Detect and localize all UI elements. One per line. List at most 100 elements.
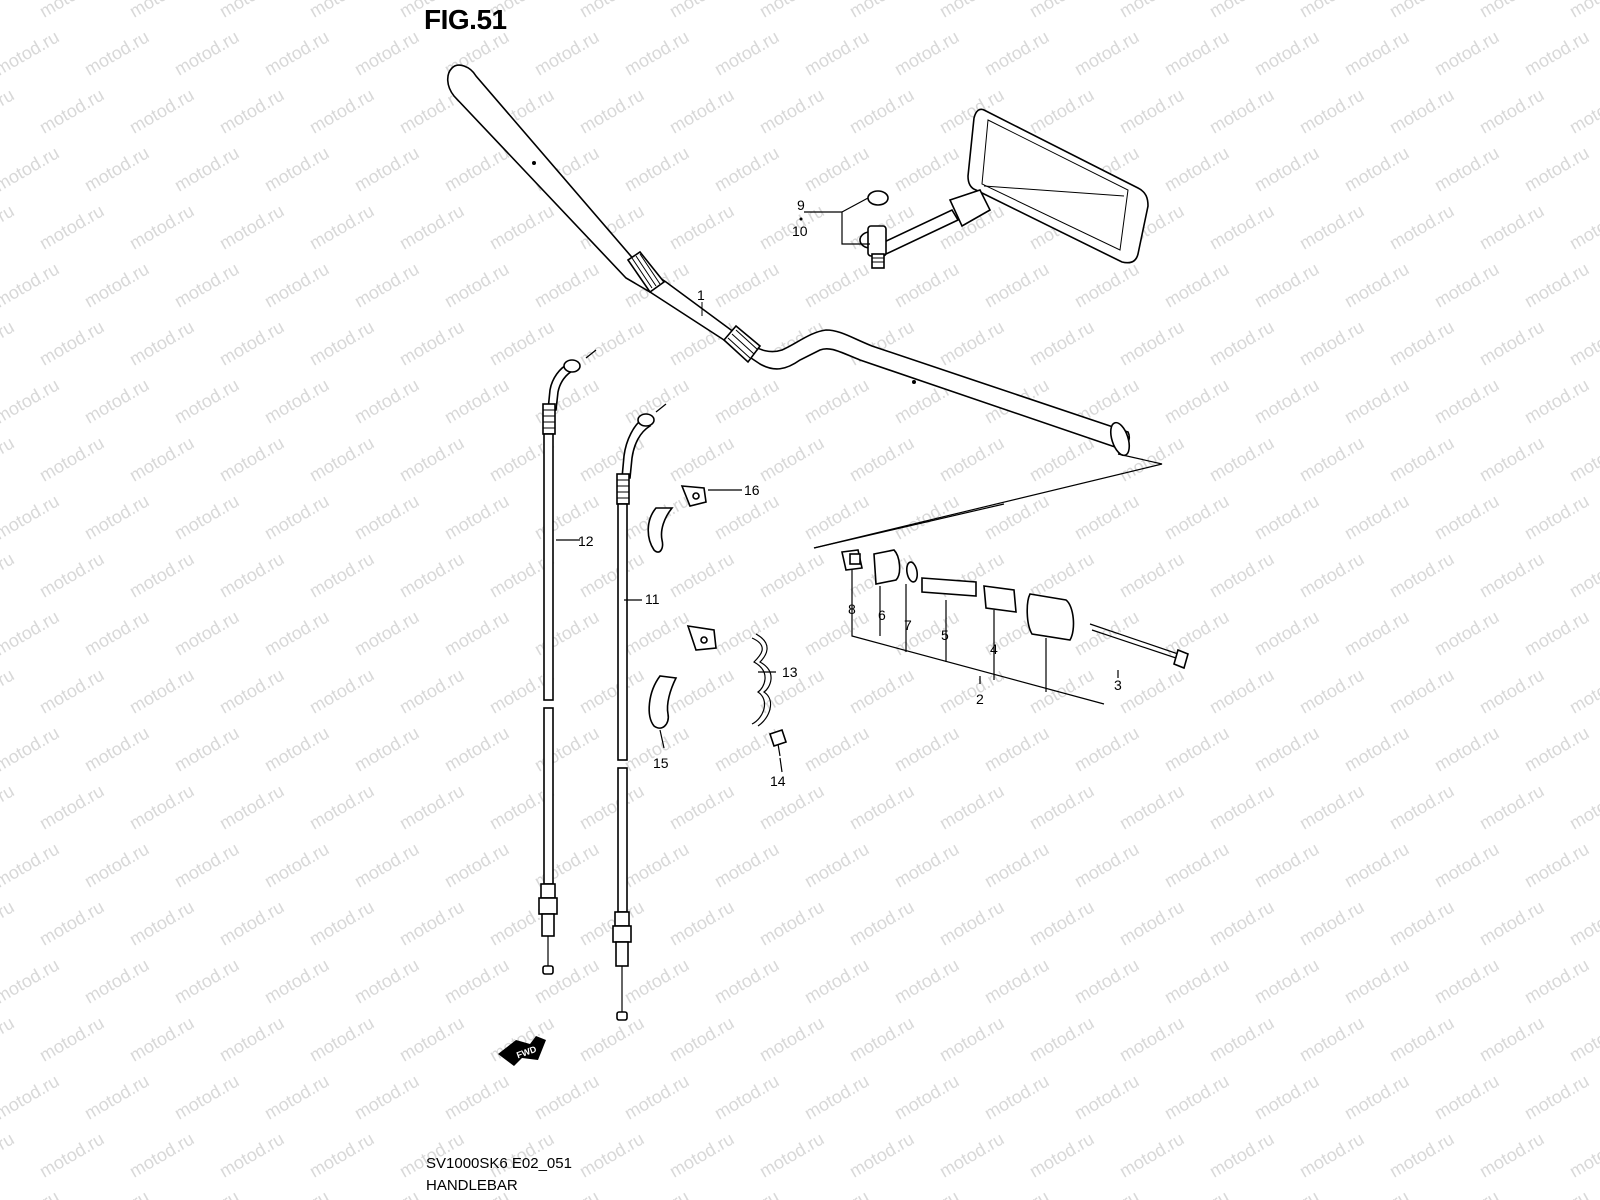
watermark-text: motod.ru — [1431, 1187, 1503, 1200]
watermark-text: motod.ru — [576, 85, 648, 138]
cable-clamp-16 — [647, 485, 707, 553]
watermark-text: motod.ru — [621, 27, 693, 80]
watermark-text: motod.ru — [396, 781, 468, 834]
watermark-text: motod.ru — [36, 433, 108, 486]
watermark-text: motod.ru — [306, 201, 378, 254]
watermark-text: motod.ru — [621, 955, 693, 1008]
watermark-text: motod.ru — [306, 1129, 378, 1182]
watermark-text: motod.ru — [1296, 317, 1368, 370]
watermark-text: motod.ru — [306, 1013, 378, 1066]
watermark-text: motod.ru — [261, 1071, 333, 1124]
watermark-text: motod.ru — [216, 897, 288, 950]
watermark-text: motod.ru — [441, 839, 513, 892]
watermark-text: motod.ru — [1296, 85, 1368, 138]
watermark-text: motod.ru — [1251, 143, 1323, 196]
watermark-text: motod.ru — [1386, 549, 1458, 602]
watermark-text: motod.ru — [1251, 955, 1323, 1008]
watermark-text: motod.ru — [1161, 143, 1233, 196]
watermark-text: motod.ru — [891, 491, 963, 544]
watermark-text: motod.ru — [531, 27, 603, 80]
watermark-text: motod.ru — [1296, 1013, 1368, 1066]
watermark-text: motod.ru — [1026, 317, 1098, 370]
watermark-text: motod.ru — [1206, 781, 1278, 834]
watermark-text: motod.ru — [801, 491, 873, 544]
watermark-text: motod.ru — [126, 201, 198, 254]
watermark-text: motod.ru — [216, 781, 288, 834]
watermark-text: motod.ru — [441, 955, 513, 1008]
watermark-text: motod.ru — [1341, 607, 1413, 660]
watermark-text: motod.ru — [36, 781, 108, 834]
watermark-text: motod.ru — [1341, 27, 1413, 80]
watermark-text: motod.ru — [531, 955, 603, 1008]
watermark-text: motod.ru — [1206, 85, 1278, 138]
watermark-text: motod.ru — [621, 607, 693, 660]
watermark-text: motod.ru — [846, 1129, 918, 1182]
watermark-text: motod.ru — [1521, 27, 1593, 80]
watermark-text: motod.ru — [711, 143, 783, 196]
watermark-text: motod.ru — [1431, 607, 1503, 660]
watermark-text: motod.ru — [1071, 259, 1143, 312]
callout-9: 9 — [797, 197, 805, 213]
watermark-text: motod.ru — [981, 259, 1053, 312]
watermark-text: motod.ru — [1026, 1013, 1098, 1066]
watermark-text: motod.ru — [1116, 85, 1188, 138]
watermark-text: motod.ru — [1296, 781, 1368, 834]
callout-1: 1 — [697, 287, 705, 303]
watermark-text: motod.ru — [0, 1013, 17, 1066]
watermark-text: motod.ru — [1251, 259, 1323, 312]
watermark-text: motod.ru — [1161, 723, 1233, 776]
watermark-text: motod.ru — [936, 1013, 1008, 1066]
watermark-text: motod.ru — [36, 1013, 108, 1066]
figure-name: HANDLEBAR — [426, 1177, 518, 1194]
watermark-text: motod.ru — [1026, 665, 1098, 718]
watermark-text: motod.ru — [801, 839, 873, 892]
watermark-text: motod.ru — [0, 375, 62, 428]
watermark-text: motod.ru — [846, 433, 918, 486]
bolt-14 — [768, 728, 788, 757]
watermark-text: motod.ru — [1386, 665, 1458, 718]
watermark-text: motod.ru — [1566, 201, 1600, 254]
watermark-text: motod.ru — [1521, 143, 1593, 196]
watermark-text: motod.ru — [1026, 897, 1098, 950]
watermark-text: motod.ru — [666, 1013, 738, 1066]
watermark-text: motod.ru — [711, 491, 783, 544]
watermark-text: motod.ru — [1071, 607, 1143, 660]
watermark-text: motod.ru — [846, 897, 918, 950]
throttle-cable-12 — [538, 349, 597, 975]
watermark-text: motod.ru — [666, 201, 738, 254]
watermark-text: motod.ru — [846, 781, 918, 834]
balancer-parts — [841, 549, 1189, 670]
watermark-text: motod.ru — [396, 433, 468, 486]
watermark-text: motod.ru — [1251, 839, 1323, 892]
watermark-text: motod.ru — [306, 781, 378, 834]
watermark-text: motod.ru — [0, 1071, 62, 1124]
watermark-text: motod.ru — [126, 433, 198, 486]
watermark-text: motod.ru — [1206, 433, 1278, 486]
watermark-text: motod.ru — [1206, 201, 1278, 254]
watermark-text: motod.ru — [171, 839, 243, 892]
watermark-text: motod.ru — [801, 375, 873, 428]
watermark-text: motod.ru — [1206, 1013, 1278, 1066]
watermark-text: motod.ru — [0, 781, 17, 834]
watermark-text: motod.ru — [846, 0, 918, 21]
watermark-text: motod.ru — [1206, 665, 1278, 718]
watermark-text: motod.ru — [1296, 1129, 1368, 1182]
watermark-text: motod.ru — [891, 27, 963, 80]
watermark-text: motod.ru — [441, 491, 513, 544]
watermark-text: motod.ru — [846, 1013, 918, 1066]
watermark-text: motod.ru — [171, 143, 243, 196]
watermark-text: motod.ru — [576, 781, 648, 834]
watermark-text: motod.ru — [711, 839, 783, 892]
watermark-text: motod.ru — [1026, 0, 1098, 21]
watermark-text: motod.ru — [1251, 491, 1323, 544]
throttle-cable-11 — [612, 403, 667, 1021]
watermark-text: motod.ru — [1071, 723, 1143, 776]
watermark-text: motod.ru — [351, 491, 423, 544]
watermark-text: motod.ru — [0, 897, 17, 950]
watermark-text: motod.ru — [756, 781, 828, 834]
watermark-text: motod.ru — [36, 201, 108, 254]
watermark-text: motod.ru — [0, 317, 17, 370]
watermark-text: motod.ru — [576, 317, 648, 370]
watermark-text: motod.ru — [441, 259, 513, 312]
watermark-text: motod.ru — [801, 607, 873, 660]
